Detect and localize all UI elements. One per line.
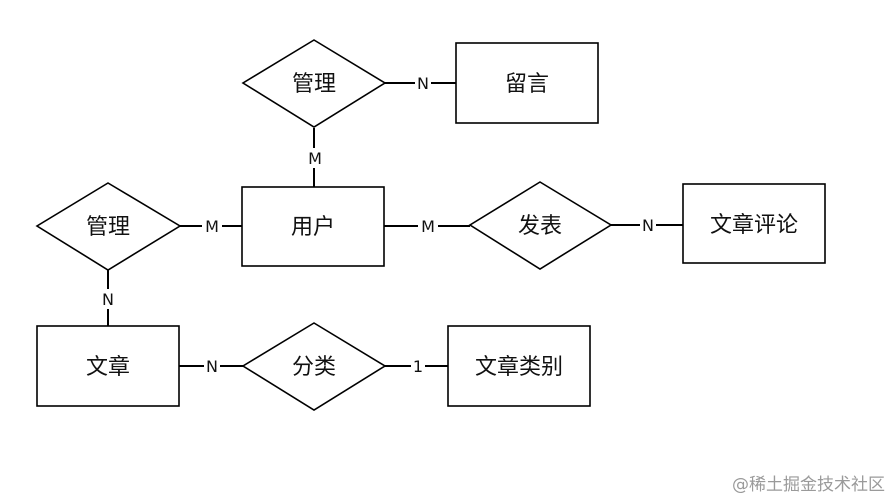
entity-message: 留言 [455,42,599,124]
cardinality-manage-top-user: M [308,149,322,168]
relationship-manage-left: 管理 [35,182,182,271]
relationship-label: 管理 [292,72,336,97]
entity-label: 文章评论 [710,213,798,238]
entity-article-category: 文章类别 [447,325,591,407]
cardinality-publish-comment: N [642,216,654,235]
cardinality-labels: N M M M N N N 1 [100,73,656,376]
cardinality-article-classify: N [206,357,218,376]
entity-user: 用户 [241,186,385,267]
cardinality-manage-left-user: M [205,217,219,236]
relationship-manage-top: 管理 [241,39,387,128]
entity-label: 文章 [86,355,130,380]
cardinality-manage-top-message: N [417,74,429,93]
entity-label: 文章类别 [475,355,563,380]
cardinality-user-publish: M [421,217,435,236]
entity-label: 留言 [505,72,549,97]
entity-article-comment: 文章评论 [682,183,826,264]
relationship-label: 发表 [518,214,562,239]
relationship-classify: 分类 [241,322,387,411]
entity-label: 用户 [291,215,335,240]
cardinality-classify-category: 1 [413,357,423,376]
relationship-publish: 发表 [468,181,613,270]
relationship-label: 分类 [292,355,336,380]
watermark-text: @稀土掘金技术社区 [732,475,885,495]
relationship-label: 管理 [86,215,130,240]
entity-article: 文章 [36,325,180,407]
cardinality-manage-left-article: N [102,290,114,309]
